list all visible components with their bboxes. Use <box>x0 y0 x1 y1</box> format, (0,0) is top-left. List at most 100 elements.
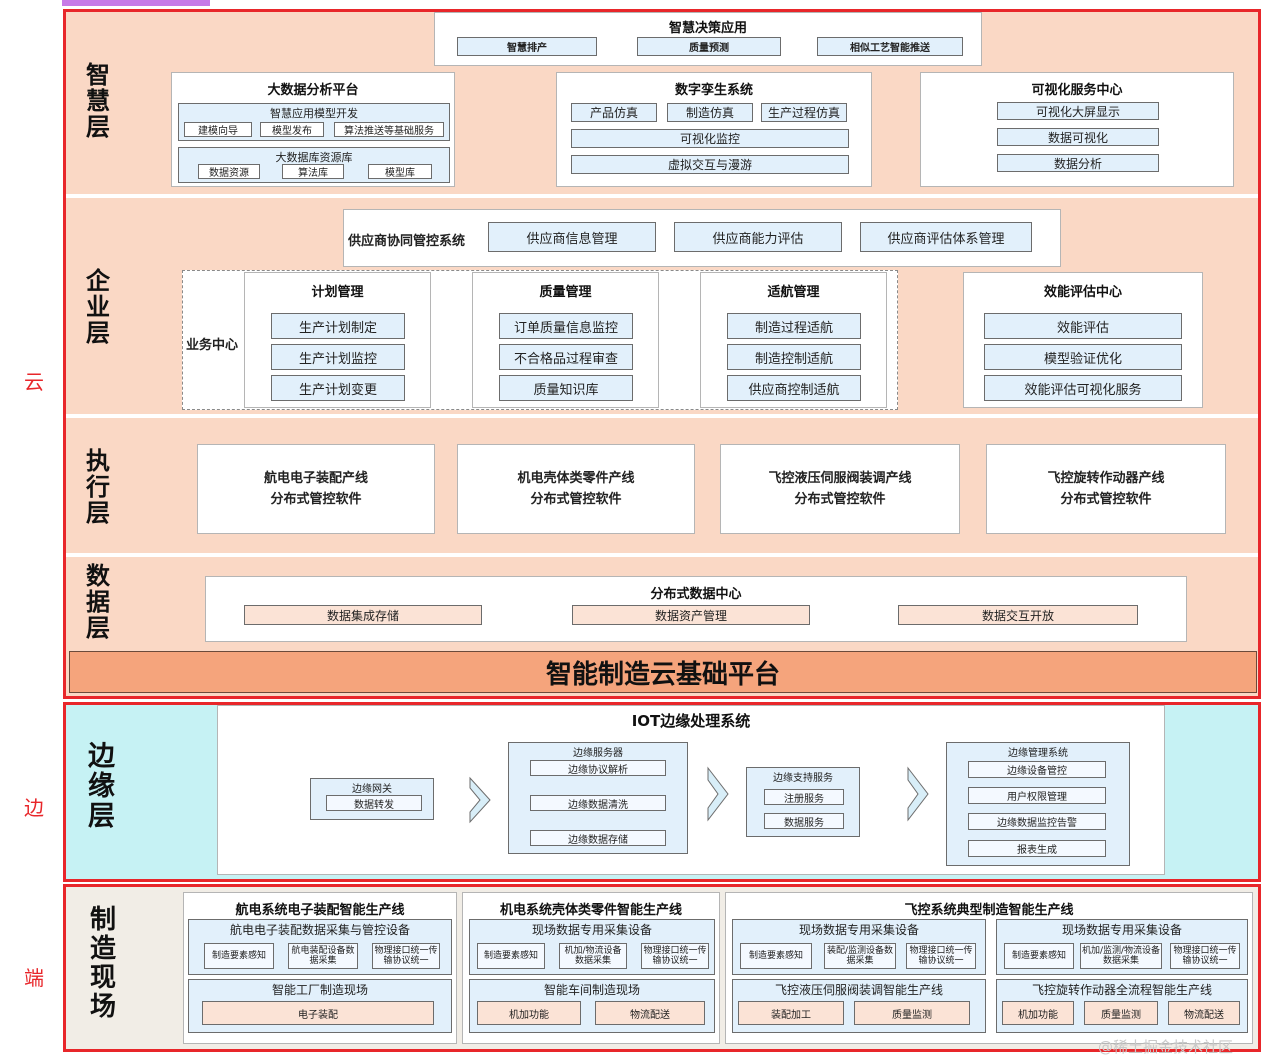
panel-visual-service: 可视化服务中心 可视化大屏显示 数据可视化 数据分析 <box>920 72 1234 187</box>
panel-avionics-line: 航电系统电子装配智能生产线 航电电子装配数据采集与管控设备 制造要素感知 航电装… <box>183 892 457 1044</box>
avionics-site-item: 电子装配 <box>202 1001 434 1025</box>
layer-label-smart: 智慧层 <box>86 61 110 141</box>
tier-label-cloud: 云 <box>24 370 44 394</box>
panel-bigdata: 大数据分析平台 智慧应用模型开发 建模向导 模型发布 算法推送等基础服务 大数据… <box>171 72 455 187</box>
separator <box>66 194 1258 198</box>
flow-arrow-icon <box>469 776 491 824</box>
watermark: @稀土掘金技术社区 <box>1098 1038 1234 1056</box>
twin-item: 可视化监控 <box>571 129 849 148</box>
flight-a-equip-item: 物理接口统一传输协议统一 <box>906 943 976 969</box>
supplier-item: 供应商能力评估 <box>674 222 842 252</box>
model-dev-item: 模型发布 <box>260 122 324 137</box>
panel-quality: 质量管理 订单质量信息监控 不合格品过程审查 质量知识库 <box>472 272 659 408</box>
panel-smart-decision: 智慧决策应用 智慧排产 质量预测 相似工艺智能推送 <box>434 12 982 66</box>
edge-support-item: 数据服务 <box>764 813 844 829</box>
layer-label-data: 数据层 <box>86 562 110 642</box>
flow-arrow-icon <box>707 766 729 822</box>
mech-equip-item: 机加/物流设备数据采集 <box>559 943 627 969</box>
edge-mgmt-item: 边缘设备管控 <box>968 761 1106 778</box>
model-dev-item: 算法推送等基础服务 <box>334 122 444 137</box>
plan-item: 生产计划监控 <box>271 344 405 370</box>
tier-label-end: 端 <box>24 966 44 990</box>
twin-item: 生产过程仿真 <box>761 103 847 122</box>
data-item: 数据交互开放 <box>898 605 1138 625</box>
edge-mgmt-item: 用户权限管理 <box>968 787 1106 804</box>
mech-site-item: 机加功能 <box>477 1001 581 1025</box>
supplier-item: 供应商信息管理 <box>488 222 656 252</box>
edge-server-item: 边缘数据清洗 <box>530 795 666 811</box>
edge-server-title: 边缘服务器 <box>573 748 623 759</box>
avionics-equip-item: 物理接口统一传输协议统一 <box>372 943 440 969</box>
panel-efficiency: 效能评估中心 效能评估 模型验证优化 效能评估可视化服务 <box>963 272 1203 408</box>
platform-bar: 智能制造云基础平台 <box>69 651 1257 693</box>
data-item: 数据集成存储 <box>244 605 482 625</box>
visual-item: 可视化大屏显示 <box>997 102 1159 120</box>
edge-gateway-title: 边缘网关 <box>352 784 392 795</box>
mech-equip-item: 物理接口统一传输协议统一 <box>641 943 709 969</box>
plan-item: 生产计划变更 <box>271 375 405 401</box>
flight-b-equip-item: 机加/监测/物流设备数据采集 <box>1080 943 1162 969</box>
decision-item: 智慧排产 <box>457 37 597 56</box>
airworthy-item: 制造过程适航 <box>727 313 861 339</box>
flight-b-equip-item: 制造要素感知 <box>1004 943 1074 969</box>
flight-a-equip-item: 装配/监测设备数据采集 <box>824 943 896 969</box>
flight-b-site-item: 机加功能 <box>1002 1001 1074 1025</box>
efficiency-item: 效能评估 <box>984 313 1182 339</box>
efficiency-item: 模型验证优化 <box>984 344 1182 370</box>
supplier-title: 供应商协同管控系统 <box>348 234 466 249</box>
edge-server-item: 边缘协议解析 <box>530 760 666 776</box>
edge-mgmt-item: 边缘数据监控告警 <box>968 813 1106 830</box>
panel-digital-twin: 数字孪生系统 产品仿真 制造仿真 生产过程仿真 可视化监控 虚拟交互与漫游 <box>556 72 872 187</box>
execution-item: 航电电子装配产线分布式管控软件 <box>197 444 435 534</box>
supplier-item: 供应商评估体系管理 <box>860 222 1032 252</box>
separator <box>66 414 1258 418</box>
mech-site-item: 物流配送 <box>595 1001 705 1025</box>
edge-support-title: 边缘支持服务 <box>773 773 833 784</box>
execution-item: 飞控旋转作动器产线分布式管控软件 <box>986 444 1226 534</box>
edge-mgmt-title: 边缘管理系统 <box>1008 748 1068 759</box>
twin-item: 产品仿真 <box>571 103 657 122</box>
separator <box>66 553 1258 557</box>
business-center-label: 业务中心 <box>186 338 239 353</box>
panel-supplier: 供应商协同管控系统 供应商信息管理 供应商能力评估 供应商评估体系管理 <box>343 209 1061 267</box>
panel-mech-line: 机电系统壳体类零件智能生产线 现场数据专用采集设备 制造要素感知 机加/物流设备… <box>462 892 720 1044</box>
edge-support-item: 注册服务 <box>764 789 844 805</box>
resource-item: 模型库 <box>368 164 432 179</box>
decision-item: 相似工艺智能推送 <box>817 37 963 56</box>
panel-plan: 计划管理 生产计划制定 生产计划监控 生产计划变更 <box>244 272 431 408</box>
flight-a-site-item: 装配加工 <box>738 1001 844 1025</box>
panel-iot-edge: IOT边缘处理系统 边缘网关 数据转发 边缘服务器 边缘协议解析 边缘数据清洗 … <box>217 705 1165 875</box>
resource-title: 大数据库资源库 <box>275 151 353 164</box>
flight-b-equip-item: 物理接口统一传输协议统一 <box>1170 943 1240 969</box>
execution-item: 机电壳体类零件产线分布式管控软件 <box>457 444 695 534</box>
execution-item: 飞控液压伺服阀装调产线分布式管控软件 <box>720 444 960 534</box>
avionics-equip-item: 制造要素感知 <box>204 943 274 969</box>
resource-item: 数据资源 <box>198 164 260 179</box>
edge-gateway-item: 数据转发 <box>326 795 422 811</box>
decision-item: 质量预测 <box>637 37 781 56</box>
layer-label-execution: 执行层 <box>86 447 110 527</box>
flow-arrow-icon <box>907 766 929 822</box>
avionics-equip-item: 航电装配设备数据采集 <box>288 943 358 969</box>
layer-label-edge: 边缘层 <box>88 741 115 832</box>
flight-a-site-item: 质量监测 <box>854 1001 970 1025</box>
twin-item: 虚拟交互与漫游 <box>571 155 849 174</box>
resource-item: 算法库 <box>282 164 344 179</box>
flight-b-site-item: 质量监测 <box>1084 1001 1158 1025</box>
twin-item: 制造仿真 <box>667 103 753 122</box>
layer-label-enterprise: 企业层 <box>86 267 110 347</box>
quality-item: 不合格品过程审查 <box>499 344 633 370</box>
panel-airworthy: 适航管理 制造过程适航 制造控制适航 供应商控制适航 <box>700 272 887 408</box>
plan-item: 生产计划制定 <box>271 313 405 339</box>
model-dev-title: 智慧应用模型开发 <box>270 107 358 120</box>
airworthy-item: 供应商控制适航 <box>727 375 861 401</box>
efficiency-item: 效能评估可视化服务 <box>984 375 1182 401</box>
flight-b-site-item: 物流配送 <box>1168 1001 1240 1025</box>
airworthy-item: 制造控制适航 <box>727 344 861 370</box>
mech-equip-item: 制造要素感知 <box>477 943 545 969</box>
flight-a-equip-item: 制造要素感知 <box>740 943 812 969</box>
layer-label-field: 制造现场 <box>90 905 117 1022</box>
model-dev-item: 建模向导 <box>184 122 252 137</box>
quality-item: 质量知识库 <box>499 375 633 401</box>
panel-flight-line: 飞控系统典型制造智能生产线 现场数据专用采集设备 制造要素感知 装配/监测设备数… <box>725 892 1253 1044</box>
